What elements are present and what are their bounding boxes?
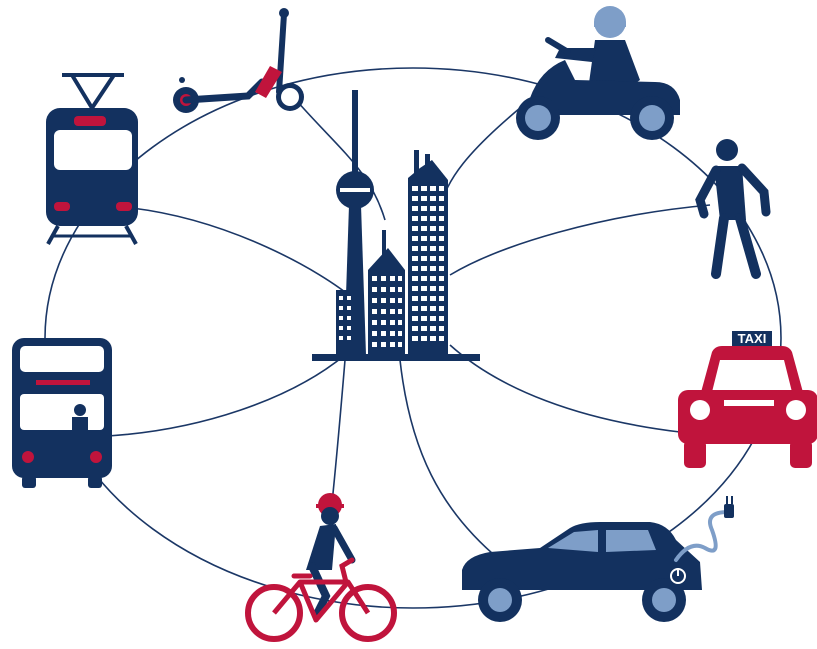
pedestrian-icon: [695, 139, 771, 279]
cyclist-icon: [245, 493, 397, 642]
tram-icon: [46, 73, 138, 245]
connector-ecar: [399, 359, 501, 561]
connector-pedestrian: [449, 204, 711, 276]
charging-cable: [674, 510, 730, 562]
moped-rider-icon: [516, 6, 680, 140]
double-decker-bus-icon: [12, 338, 112, 488]
network-lines: [44, 67, 782, 609]
connector-moped: [439, 107, 521, 211]
taxi-icon: TAXI: [678, 331, 817, 468]
taxi-sign-label: TAXI: [738, 331, 767, 346]
connector-tram: [131, 207, 356, 301]
city-skyline-icon: [312, 90, 480, 361]
connector-taxi: [449, 344, 681, 433]
connector-bus: [107, 354, 346, 437]
kick-scooter-icon: [173, 8, 304, 113]
electric-car-icon: [462, 496, 734, 622]
connector-scooter: [295, 99, 386, 221]
